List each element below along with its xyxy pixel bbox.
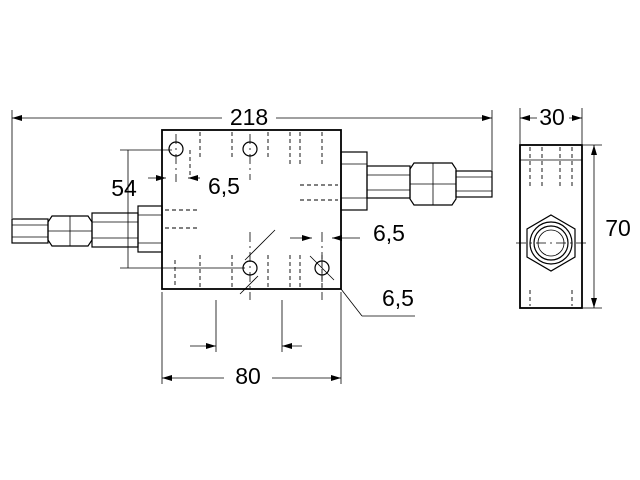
- dimension-30: 30: [519, 100, 583, 144]
- dimension-6-5-right: 6,5: [239, 220, 405, 295]
- dim-70-label: 70: [605, 215, 631, 241]
- side-view-block: [516, 144, 586, 309]
- dim-54-label: 54: [111, 175, 137, 201]
- dim-30-label: 30: [539, 104, 565, 130]
- dim-218-label: 218: [230, 104, 268, 130]
- dimension-70: 70: [583, 144, 635, 309]
- dimension-54: 54: [111, 149, 245, 269]
- valve-block: [161, 129, 342, 290]
- mounting-holes: [168, 134, 330, 300]
- dim-80-label: 80: [235, 363, 261, 389]
- dimension-218: 218: [11, 102, 493, 218]
- dimension-80: 80: [161, 292, 342, 389]
- dim-6-5-top-label: 6,5: [208, 173, 240, 199]
- right-fitting: [340, 151, 493, 211]
- dim-6-5-lower-label: 6,5: [382, 285, 414, 311]
- dim-6-5-right-label: 6,5: [373, 220, 405, 246]
- left-fitting: [11, 150, 163, 268]
- dimension-6-5-top: 6,5: [148, 173, 240, 199]
- dimension-6-5-lower: 6,5: [309, 255, 415, 317]
